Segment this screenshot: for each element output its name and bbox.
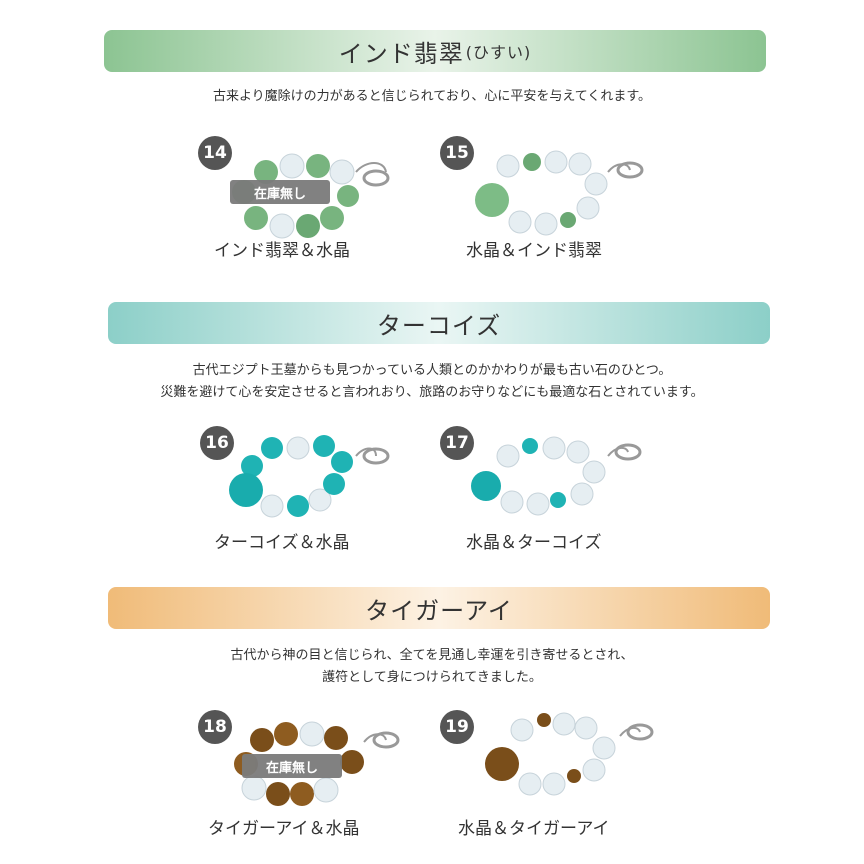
section-banner-tiger-eye: タイガーアイ (108, 587, 770, 629)
item-number-badge: 16 (200, 426, 234, 460)
item-name: インド翡翠＆水晶 (214, 241, 350, 261)
description-line: 古代から神の目と信じられ、全てを見通し幸運を引き寄せるとされ、 (230, 648, 634, 663)
product-item-15[interactable]: 15 水晶＆インド翡翠 (438, 132, 678, 261)
item-name: ターコイズ＆水晶 (214, 533, 350, 553)
section-banner-turquoise: ターコイズ (108, 302, 770, 344)
item-name: 水晶＆ターコイズ (466, 533, 602, 553)
section-description: 古代から神の目と信じられ、全てを見通し幸運を引き寄せるとされ、 護符として身につ… (0, 645, 864, 689)
out-of-stock-badge: 在庫無し (242, 754, 342, 778)
item-name: タイガーアイ＆水晶 (208, 819, 360, 839)
section-description: 古来より魔除けの力があると信じられており、心に平安を与えてくれます。 (0, 86, 864, 108)
section-description: 古代エジプト王墓からも見つかっている人類とのかかわりが最も古い石のひとつ。 災難… (0, 360, 864, 404)
item-name: 水晶＆インド翡翠 (466, 241, 602, 261)
description-line: 災難を避けて心を安定させると言われおり、旅路のお守りなどにも最適な石とされていま… (160, 385, 704, 400)
tiger-eye-crystal-strap-image (234, 721, 400, 806)
section-title-sub: (ひすい) (465, 43, 532, 62)
turquoise-crystal-strap-image (229, 435, 390, 518)
section-title: ターコイズ (376, 311, 502, 340)
item-number-badge: 15 (440, 136, 474, 170)
section-title: タイガーアイ (365, 596, 513, 625)
crystal-turquoise-strap-image (471, 436, 642, 516)
crystal-jade-strap-image (475, 150, 644, 236)
section-banner-jade: インド翡翠(ひすい) (104, 30, 766, 72)
description-line: 古来より魔除けの力があると信じられており、心に平安を与えてくれます。 (212, 89, 652, 104)
description-line: 護符として身につけられてきました。 (322, 670, 542, 685)
item-number-badge: 18 (198, 710, 232, 744)
section-title: インド翡翠 (338, 39, 464, 68)
description-line: 古代エジプト王墓からも見つかっている人類とのかかわりが最も古い石のひとつ。 (192, 363, 672, 378)
product-item-17[interactable]: 17 水晶＆ターコイズ (438, 420, 678, 553)
out-of-stock-badge: 在庫無し (230, 180, 330, 204)
item-number-badge: 19 (440, 710, 474, 744)
item-number-badge: 17 (440, 426, 474, 460)
product-item-14[interactable]: 14 在庫無し インド翡翠＆水晶 (196, 132, 436, 261)
item-number-badge: 14 (198, 136, 232, 170)
product-item-18[interactable]: 18 在庫無し タイガーアイ＆水晶 (196, 704, 436, 839)
crystal-tiger-eye-strap-image (485, 712, 654, 796)
product-item-19[interactable]: 19 水晶＆タイガーアイ (438, 704, 678, 839)
item-name: 水晶＆タイガーアイ (458, 819, 610, 839)
product-item-16[interactable]: 16 ターコイズ＆水晶 (196, 420, 436, 553)
